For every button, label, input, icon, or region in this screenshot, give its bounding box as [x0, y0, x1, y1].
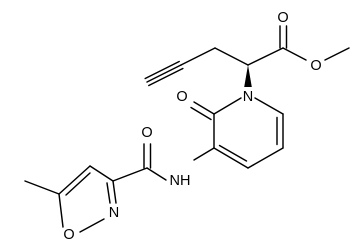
isoxazole-o-to-c5-bond: [58, 193, 64, 228]
alpha-c-to-ch2-bond: [214, 47, 249, 66]
bonds: [24, 25, 350, 233]
isoxazole-nitrogen-label: N: [109, 205, 119, 221]
isoxazole-c5-to-c4-inner-bond: [65, 172, 91, 196]
carbonyl-c-to-ether-o-bond: [282, 47, 307, 61]
isoxazole-c3-to-n-inner-bond: [106, 182, 111, 204]
ring-c4-to-c3-bond: [213, 147, 249, 169]
ether-o-to-methyl-bond: [324, 47, 350, 61]
stereo-wedge-bond: [244, 65, 252, 87]
alkyne-triple-bond-upper: [144, 60, 180, 80]
isoxazole-methyl-bond: [24, 180, 60, 195]
amide-carbon-to-isoxazole-bond: [112, 167, 148, 182]
alkyne-triple-bond-lower: [148, 67, 184, 87]
pyridone-carbonyl-double-bond: [193, 101, 215, 115]
ring-c2-to-n-bond: [213, 97, 242, 115]
ring-n-to-c6-bond: [254, 97, 284, 115]
isoxazole-n-to-o-bond: [79, 218, 105, 233]
ring-c3-to-nh-bond: [193, 147, 215, 161]
isoxazole-c5-to-c4-bond: [58, 165, 91, 195]
ring-c4-to-c3-inner-bond: [218, 144, 248, 162]
ch2-to-alkyne-bond: [180, 47, 216, 66]
pyridone-carbonyl-double-bond-inner: [190, 106, 212, 121]
ester-carbonyl-oxygen-label: O: [277, 10, 288, 26]
atom-labels: O O N O O NH N O: [63, 10, 321, 243]
ring-c5-to-c4-bond: [247, 147, 284, 169]
alkyne-triple-bond-center: [146, 64, 182, 83]
isoxazole-c3-to-n-bond: [112, 180, 117, 204]
nh-to-amide-carbon-bond: [146, 167, 167, 181]
isoxazole-oxygen-label: O: [63, 227, 74, 243]
alpha-c-to-carbonyl-bond: [247, 47, 284, 66]
isoxazole-c4-to-c3-bond: [89, 165, 114, 182]
pyridone-carbonyl-oxygen-label: O: [176, 89, 187, 105]
amide-nh-label: NH: [170, 173, 191, 189]
amide-carbonyl-oxygen-label: O: [141, 125, 152, 141]
ester-ether-oxygen-label: O: [310, 58, 321, 74]
pyridone-nitrogen-label: N: [243, 89, 253, 105]
